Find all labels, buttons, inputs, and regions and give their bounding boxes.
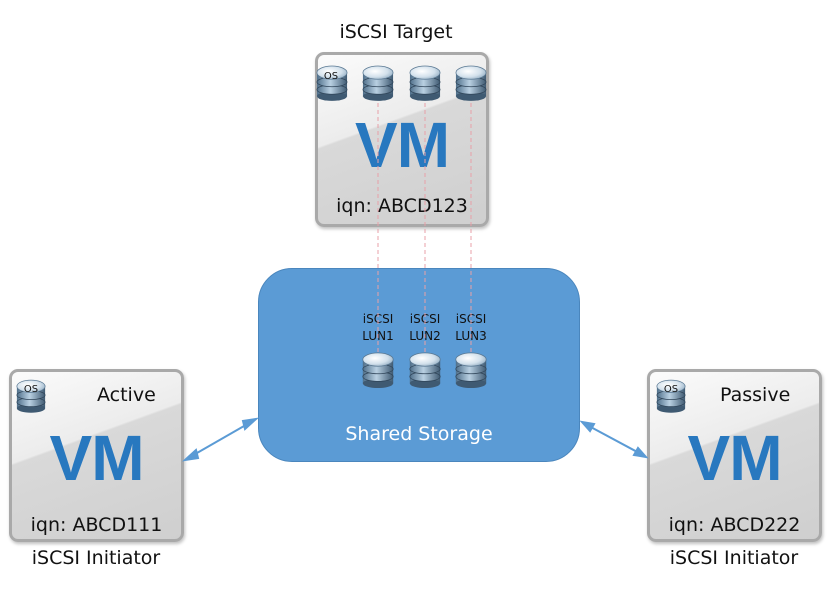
target-vm-label: VM [355, 109, 450, 181]
initiator-right-state: Passive [720, 384, 791, 406]
connector-right [579, 420, 649, 459]
connector-left [181, 417, 260, 462]
lun3-label: iSCSI LUN3 [441, 311, 501, 345]
target-vm-box[interactable]: VM iqn: ABCD123 [315, 52, 489, 227]
shared-storage-label: Shared Storage [345, 423, 493, 445]
lun3-line2: LUN3 [455, 329, 487, 343]
initiator-right-caption: iSCSI Initiator [669, 547, 799, 569]
initiator-left-iqn: iqn: ABCD111 [30, 514, 163, 536]
initiator-left-caption: iSCSI Initiator [31, 547, 161, 569]
target-caption: iSCSI Target [339, 21, 453, 43]
initiator-right-vm-label: VM [687, 422, 783, 494]
initiator-right-iqn: iqn: ABCD222 [668, 514, 801, 536]
target-iqn: iqn: ABCD123 [336, 195, 468, 217]
shared-storage[interactable]: Shared Storage [258, 268, 580, 462]
initiator-left-vm-label: VM [49, 422, 145, 494]
initiator-left-vm-box[interactable]: Active VM iqn: ABCD111 [9, 369, 184, 542]
initiator-right-vm-box[interactable]: Passive VM iqn: ABCD222 [647, 369, 822, 542]
initiator-left-state: Active [97, 384, 156, 406]
lun3-line1: iSCSI [455, 312, 487, 326]
